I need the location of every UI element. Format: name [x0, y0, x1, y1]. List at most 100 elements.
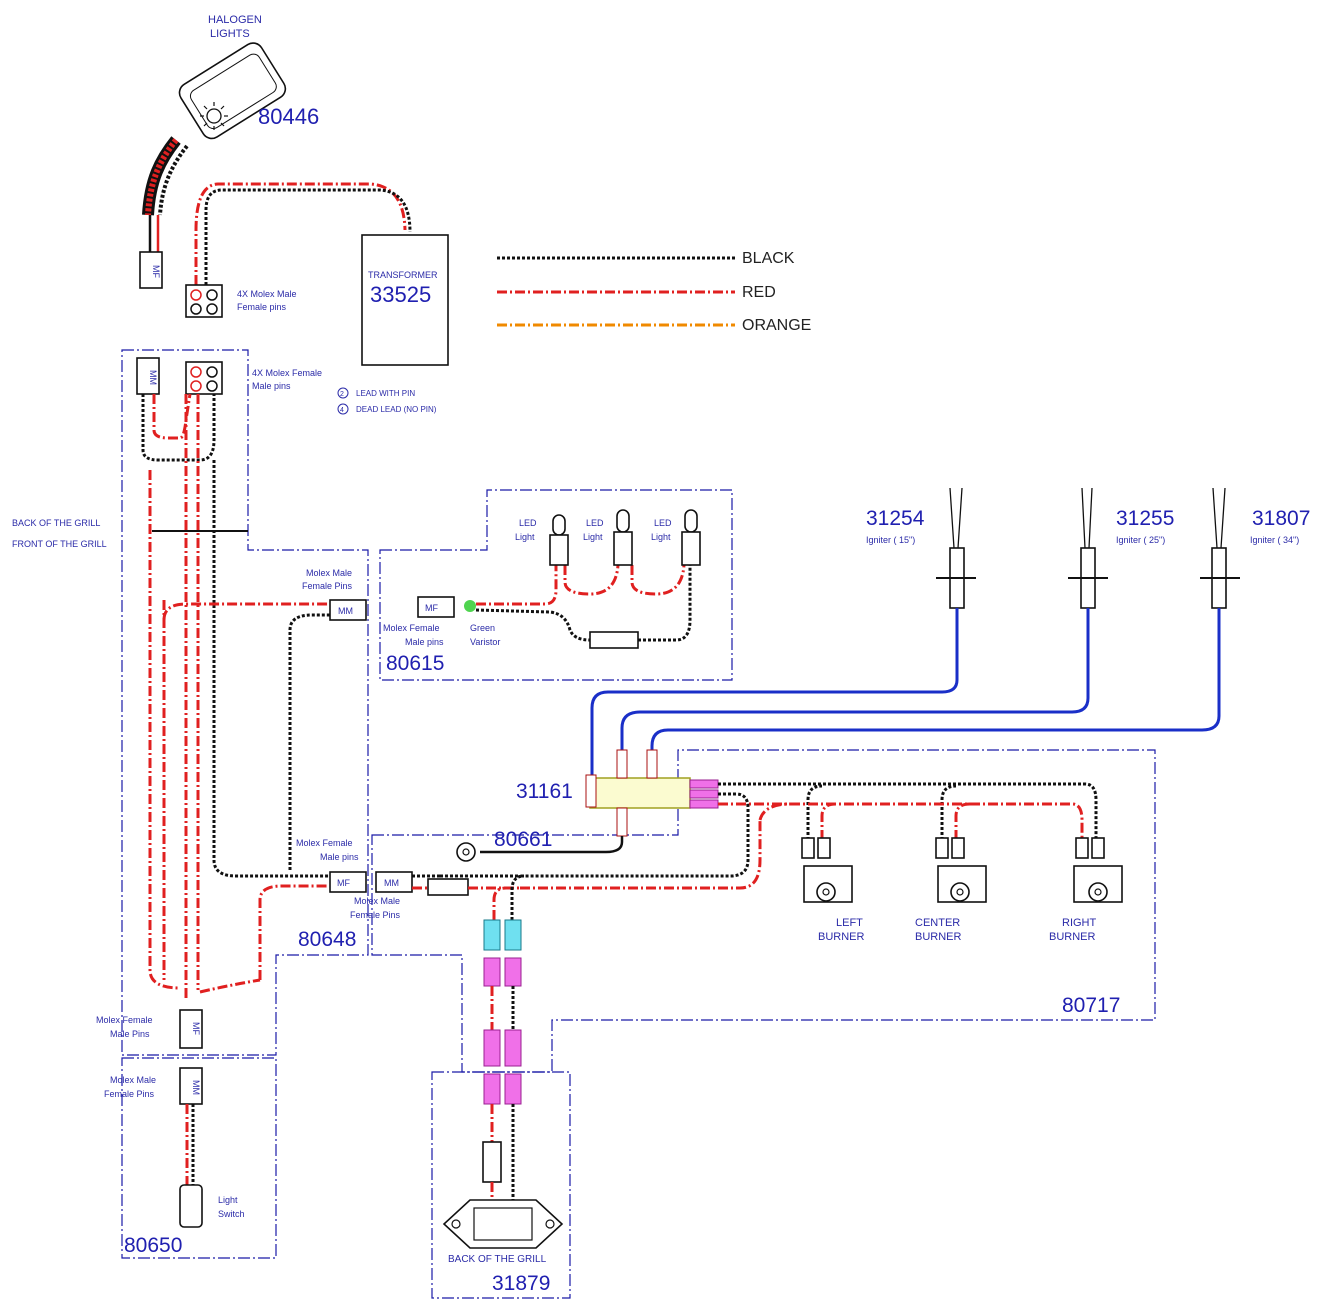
molex-female-80615-1: Molex Female: [383, 623, 440, 633]
ground-ring-terminal: [456, 842, 476, 862]
right-burner-label-2: BURNER: [1049, 931, 1096, 943]
mf-connector-bottom: [179, 1009, 203, 1049]
mm-connector-bottom: [179, 1067, 203, 1105]
molex-4x-top: [185, 284, 223, 318]
right-burner-valve: [1073, 837, 1123, 903]
cyan-connector-right: [504, 919, 522, 951]
conn-mm-label-main: MM: [384, 878, 399, 888]
led-light-3: [681, 509, 701, 566]
led-light-1: [549, 514, 569, 566]
conn-mm-label-mid: MM: [338, 606, 353, 616]
led-light-2-label-2: Light: [583, 532, 603, 542]
fuse-main: [427, 878, 469, 896]
igniter-31807: [1200, 487, 1240, 609]
led-light-2: [613, 509, 633, 566]
conn-mf-label: MF: [151, 265, 161, 278]
right-burner-label-1: RIGHT: [1062, 917, 1097, 929]
igniter-31254: [936, 487, 976, 609]
part-number-31879: 31879: [492, 1272, 550, 1295]
part-number-31807: 31807: [1252, 507, 1310, 530]
pink-connector-3-right: [504, 1073, 522, 1105]
left-burner-label-2: BURNER: [818, 931, 865, 943]
back-of-grill-text: BACK OF THE GRILL: [12, 518, 100, 528]
molex-male-top-1: 4X Molex Male: [237, 289, 297, 299]
molex-female-bottom-1: Molex Female: [96, 1015, 153, 1025]
part-number-31254: 31254: [866, 507, 925, 530]
part-number-80650: 80650: [124, 1234, 182, 1257]
conn-mm-label-bottom: MM: [191, 1080, 201, 1095]
green-varistor: [464, 600, 476, 612]
led-light-3-label-2: Light: [651, 532, 671, 542]
part-number-31255: 31255: [1116, 507, 1174, 530]
mf-connector-80615: [417, 596, 455, 618]
conn-mf-label-bottom: MF: [191, 1022, 201, 1035]
fuse-31879: [482, 1141, 502, 1183]
conn-mf-label-80615: MF: [425, 603, 438, 613]
halogen-label-2: LIGHTS: [210, 28, 250, 40]
molex-male-80648-2: Female Pins: [350, 910, 401, 920]
molex-male-top-2: Female pins: [237, 302, 287, 312]
halogen-label-1: HALOGEN: [208, 14, 262, 26]
light-switch-label-2: Switch: [218, 1209, 245, 1219]
pin-legend: 2 LEAD WITH PIN 4 DEAD LEAD (NO PIN): [337, 387, 437, 415]
part-number-31161: 31161: [516, 780, 573, 803]
molex-male-bottom-1: Molex Male: [110, 1075, 156, 1085]
led-light-1-label-2: Light: [515, 532, 535, 542]
halogen-mf-connector: [139, 251, 163, 289]
molex-male-mid-2: Female Pins: [302, 581, 353, 591]
led-light-1-label-1: LED: [519, 518, 537, 528]
fuse-80615: [589, 631, 639, 649]
mm-connector-main: [375, 871, 413, 893]
center-burner-label-2: BURNER: [915, 931, 962, 943]
igniter-15-label: Igniter ( 15"): [866, 535, 915, 545]
front-of-grill-text: FRONT OF THE GRILL: [12, 539, 107, 549]
dead-lead-label: DEAD LEAD (NO PIN): [356, 405, 437, 414]
transformer-label: TRANSFORMER: [368, 270, 438, 280]
molex-female-bottom-2: Male Pins: [110, 1029, 150, 1039]
molex-female-80615-2: Male pins: [405, 637, 444, 647]
mf-connector-main: [329, 871, 367, 893]
left-burner-label-1: LEFT: [836, 917, 863, 929]
molex-male-mid-1: Molex Male: [306, 568, 352, 578]
part-number-80661: 80661: [494, 828, 552, 851]
legend-orange-label: ORANGE: [742, 317, 811, 334]
part-number-33525: 33525: [370, 282, 431, 307]
cyan-connector-left: [483, 919, 501, 951]
molex-female-top-1: 4X Molex Female: [252, 368, 322, 378]
igniter-34-label: Igniter ( 34"): [1250, 535, 1299, 545]
igniter-25-label: Igniter ( 25"): [1116, 535, 1165, 545]
pin-4-number: 4: [340, 407, 344, 414]
pink-connector-3-left: [483, 1073, 501, 1105]
pink-connector-1-right: [504, 957, 522, 987]
part-number-80615: 80615: [386, 652, 444, 675]
center-burner-valve: [935, 837, 987, 903]
pin-2-number: 2: [340, 391, 344, 398]
mm-connector-top: [136, 357, 160, 395]
part-number-80648: 80648: [298, 928, 356, 951]
green-varistor-label-1: Green: [470, 623, 495, 633]
pink-connector-1-left: [483, 957, 501, 987]
light-switch: [179, 1184, 203, 1228]
back-of-grill-31879-label: BACK OF THE GRILL: [448, 1254, 547, 1265]
pink-connector-2-right: [504, 1029, 522, 1067]
molex-female-80648-1: Molex Female: [296, 838, 353, 848]
molex-female-top-2: Male pins: [252, 381, 291, 391]
center-burner-label-1: CENTER: [915, 917, 960, 929]
molex-4x-female: [185, 361, 223, 395]
molex-male-80648-1: Molex Male: [354, 896, 400, 906]
part-number-80446: 80446: [258, 104, 319, 129]
molex-female-80648-2: Male pins: [320, 852, 359, 862]
lead-with-pin-label: LEAD WITH PIN: [356, 389, 415, 398]
battery-box: [442, 1199, 564, 1249]
legend-red-label: RED: [742, 284, 776, 301]
conn-mm-label-top: MM: [148, 370, 158, 385]
spark-module: [585, 749, 719, 837]
sun-icon: [200, 102, 228, 130]
igniter-31255: [1068, 487, 1108, 609]
led-light-2-label-1: LED: [586, 518, 604, 528]
led-light-3-label-1: LED: [654, 518, 672, 528]
harness-boundaries: [121, 349, 1156, 1299]
part-number-80717: 80717: [1062, 994, 1120, 1017]
legend-black-label: BLACK: [742, 250, 795, 267]
